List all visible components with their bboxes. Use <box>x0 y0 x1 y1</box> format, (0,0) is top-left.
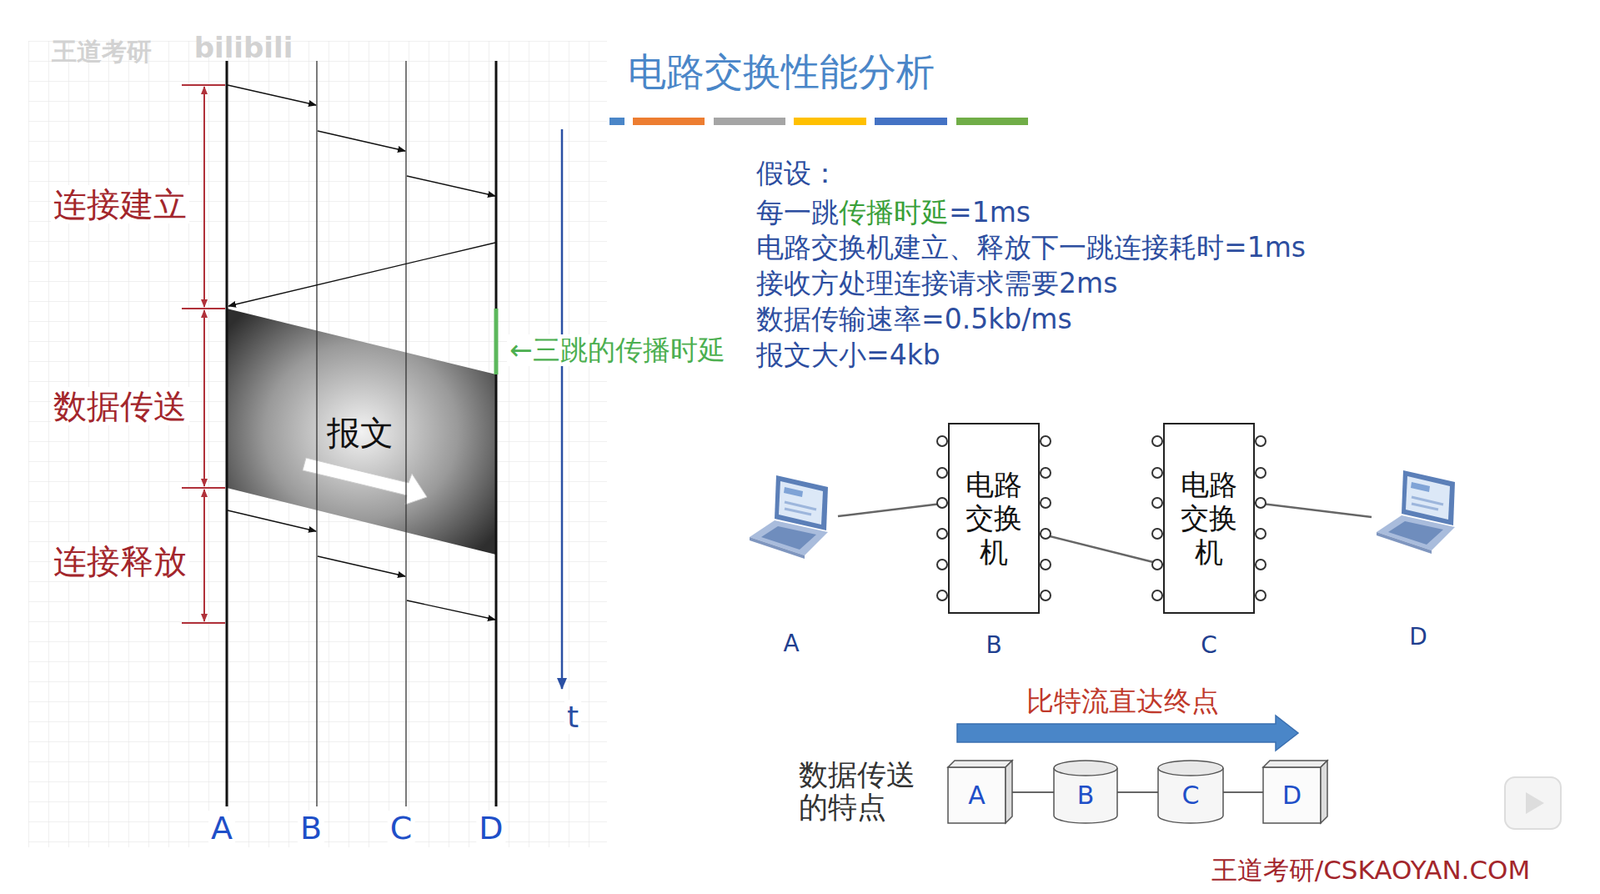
node-timeline <box>495 60 498 807</box>
port-pin <box>1254 466 1267 479</box>
node-name: A <box>782 630 799 658</box>
circuit-switch: 电路 交换 机B <box>947 422 1040 614</box>
switch-label: 电路 交换 机 <box>963 466 1026 569</box>
port-pin <box>1039 435 1052 447</box>
switch-cylinder: C <box>1158 760 1224 823</box>
node-name: D <box>1282 780 1302 810</box>
grid-ground <box>28 40 607 848</box>
message-direction-arrow <box>302 457 427 505</box>
assumption-text: 假设： <box>756 157 839 190</box>
port-pin <box>1151 589 1164 602</box>
assumption-text: 传播时延 <box>838 196 949 229</box>
node-name: B <box>297 810 325 848</box>
node-name: B <box>1077 780 1095 810</box>
node-name: D <box>1409 623 1428 651</box>
assumption-text: 数据传输速率=0.5kb/ms <box>756 303 1073 336</box>
switch-label: 电路 交换 机 <box>1178 466 1241 569</box>
port-pin <box>1254 558 1267 571</box>
host-computer: D <box>1371 463 1465 557</box>
link-line <box>1254 502 1372 517</box>
node-name: C <box>1200 631 1218 659</box>
watermark: bilibili <box>194 31 294 65</box>
port-pin <box>936 466 948 479</box>
watermark: 王道考研 <box>51 37 152 67</box>
host-computer: A <box>744 468 838 562</box>
player-icon <box>1504 777 1561 829</box>
assumption-text: 接收方处理连接请求需要2ms <box>756 267 1118 300</box>
slide-title: 电路交换性能分析 <box>627 50 935 95</box>
port-pin <box>1151 496 1164 509</box>
port-pin <box>1254 527 1267 540</box>
port-pin <box>936 527 948 540</box>
port-pin <box>1151 527 1164 540</box>
link-line <box>837 502 948 517</box>
flow-note: 比特流直达终点 <box>1026 685 1219 718</box>
message-label: 报文 <box>326 413 394 452</box>
node-timeline <box>315 60 317 807</box>
assumption-text: =1ms <box>948 196 1031 229</box>
laptop-icon <box>1376 470 1455 554</box>
node-timeline <box>225 60 229 807</box>
propagation-delay-mark <box>494 308 499 375</box>
link-line <box>1039 533 1164 565</box>
circuit-switch: 电路 交换 机C <box>1163 422 1255 614</box>
node-name: A <box>968 780 986 810</box>
signal-arrows <box>227 85 496 620</box>
port-pin <box>1039 589 1052 602</box>
phase-label: 数据传送 <box>50 386 190 426</box>
end-host-box: A <box>947 760 1013 823</box>
laptop-icon <box>749 475 828 559</box>
axis-label: t <box>564 699 582 734</box>
link-line <box>1012 791 1054 793</box>
port-pin <box>1039 466 1052 479</box>
link-line <box>1117 791 1159 793</box>
time-axis <box>561 129 564 689</box>
port-pin <box>1254 496 1267 509</box>
assumption-text: 电路交换机建立、释放下一跳连接耗时=1ms <box>756 231 1306 264</box>
port-pin <box>1254 435 1267 447</box>
assumption-text: 每一跳 <box>756 196 839 229</box>
port-pin <box>1039 527 1052 540</box>
footer-credit: 王道考研/CSKAOYAN.COM <box>1211 855 1531 886</box>
port-pin <box>1151 558 1164 571</box>
port-pin <box>1254 589 1267 602</box>
end-host-box: D <box>1263 760 1328 823</box>
title-color-bars <box>609 117 1029 126</box>
port-pin <box>1151 435 1164 447</box>
port-pin <box>1151 466 1164 479</box>
port-pin <box>936 589 948 602</box>
node-timeline <box>405 60 407 807</box>
bitstream-arrow <box>957 715 1299 751</box>
node-name: A <box>208 810 236 848</box>
feature-label: 数据传送 的特点 <box>798 758 924 824</box>
node-name: D <box>476 810 506 848</box>
switch-cylinder: B <box>1053 760 1118 823</box>
delay-note: ←三跳的传播时延 <box>506 334 728 367</box>
assumption-text: 报文大小=4kb <box>756 339 941 372</box>
link-line <box>1223 791 1264 793</box>
port-pin <box>936 496 948 509</box>
node-name: C <box>387 810 416 848</box>
node-name: B <box>985 631 1002 659</box>
phase-label: 连接释放 <box>50 541 190 581</box>
port-pin <box>936 558 948 571</box>
port-pin <box>1039 558 1052 571</box>
node-name: C <box>1182 780 1200 810</box>
message-block <box>226 308 497 555</box>
port-pin <box>1039 496 1052 509</box>
port-pin <box>936 435 948 447</box>
phase-label: 连接建立 <box>50 185 190 224</box>
